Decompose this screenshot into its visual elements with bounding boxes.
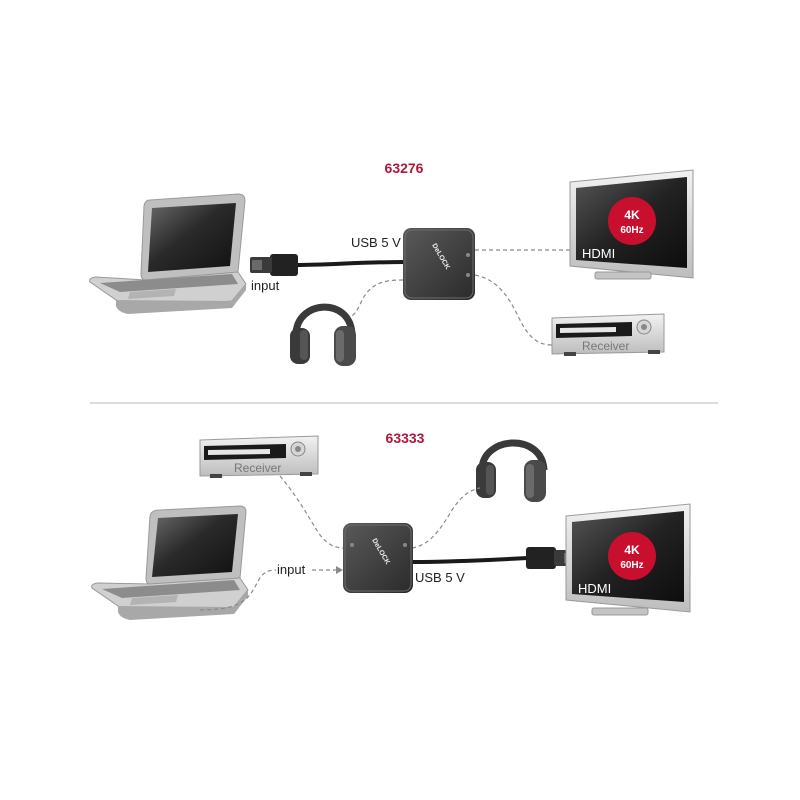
laptop — [89, 193, 247, 314]
receiver-dashed-line — [279, 475, 346, 549]
tv-hdmi-label: HDMI — [578, 581, 611, 596]
adapter-box: DeLOCK — [343, 523, 413, 593]
receiver-dashed-line — [474, 274, 553, 346]
section-63276: 63276 USB 5 V input DeLOCK — [89, 160, 694, 366]
audio-dashed-line — [349, 279, 404, 319]
input-label: input — [277, 562, 306, 577]
tv: 4K 60Hz HDMI — [565, 503, 691, 616]
usb-label: USB 5 V — [351, 235, 401, 250]
tv-badge: 4K 60Hz — [608, 197, 656, 245]
laptop — [91, 505, 249, 620]
badge-refresh: 60Hz — [620, 560, 643, 571]
model-number: 63333 — [386, 430, 425, 446]
receiver: Receiver — [551, 313, 665, 356]
tv-hdmi-label: HDMI — [582, 246, 615, 261]
input-label: input — [251, 278, 280, 293]
hdmi-cable — [412, 547, 576, 569]
badge-resolution: 4K — [624, 543, 640, 557]
receiver-label: Receiver — [582, 339, 629, 353]
badge-resolution: 4K — [624, 208, 640, 222]
adapter-box: DeLOCK — [403, 228, 475, 300]
input-dashed-line — [199, 569, 277, 611]
usb-label: USB 5 V — [415, 570, 465, 585]
hdmi-cable — [250, 254, 406, 276]
receiver-label: Receiver — [234, 461, 281, 475]
model-number: 63276 — [385, 160, 424, 176]
section-63333: 63333 Receiver — [91, 430, 691, 620]
audio-dashed-line — [411, 487, 481, 549]
headphones — [476, 439, 548, 502]
tv: 4K 60Hz HDMI — [569, 169, 694, 280]
tv-badge: 4K 60Hz — [608, 532, 656, 580]
headphones — [290, 303, 356, 366]
input-arrow-head — [336, 566, 343, 574]
badge-refresh: 60Hz — [620, 225, 643, 236]
receiver: Receiver — [199, 435, 319, 478]
